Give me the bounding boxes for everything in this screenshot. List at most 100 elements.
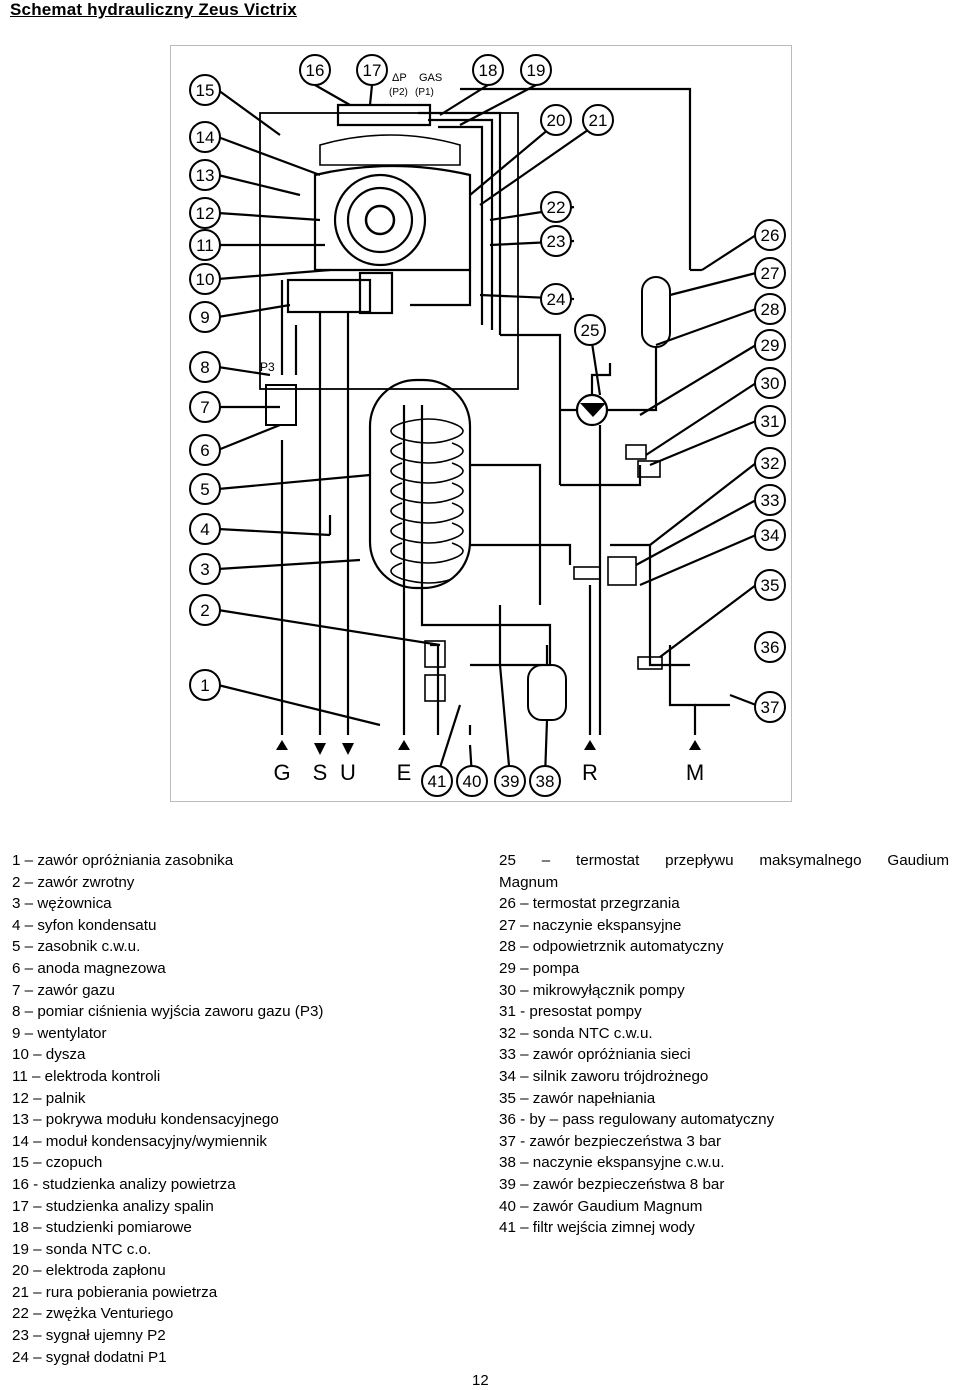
callout-label: 25 — [581, 321, 600, 340]
p2-label: (P2) — [389, 87, 408, 98]
legend-item: 1 – zawór opróżniania zasobnika — [12, 852, 234, 869]
legend-item: 27 – naczynie ekspansyjne — [499, 916, 682, 934]
page-number: 12 — [472, 1372, 489, 1389]
callout-label-circle — [189, 197, 221, 229]
callout-label-circle — [189, 553, 221, 585]
callout-label-circle — [494, 765, 526, 797]
legend-item: 9 – wentylator — [12, 1024, 107, 1042]
callout-label: 36 — [761, 638, 780, 657]
callout-label: 10 — [196, 270, 215, 289]
legend-item: 34 – silnik zaworu trójdrożnego — [499, 1067, 709, 1085]
callout-label-circle — [754, 367, 786, 399]
callout-label-circle — [189, 351, 221, 383]
callout-label-circle — [540, 225, 572, 257]
callout-label: 24 — [547, 290, 566, 309]
legend-item: 28 – odpowietrznik automatyczny — [499, 938, 724, 956]
callout-label-circle — [189, 74, 221, 106]
callout-label-circle — [540, 104, 572, 136]
callout-label: 22 — [547, 198, 566, 217]
callout-label: 3 — [200, 560, 209, 579]
callout-label: 32 — [761, 454, 780, 473]
callout-label-circle — [189, 263, 221, 295]
callout-label: 2 — [200, 601, 209, 620]
callout-label-circle — [754, 631, 786, 663]
callout-label: 31 — [761, 412, 780, 431]
callout-label: 39 — [501, 772, 520, 791]
callout-label-circle — [754, 329, 786, 361]
legend-item: 20 – elektroda zapłonu — [12, 1262, 166, 1280]
callout-label: 19 — [527, 61, 546, 80]
legend-item: 3 – wężownica — [12, 895, 112, 913]
callout-label: 37 — [761, 698, 780, 717]
legend-item: 29 – pompa — [499, 959, 580, 977]
callout-label: 8 — [200, 358, 209, 377]
connection-label: G — [273, 760, 290, 785]
p1-label: (P1) — [415, 87, 434, 98]
callout-label: 26 — [761, 226, 780, 245]
callout-label-circle — [421, 765, 453, 797]
legend-item: 25 – termostat przepływu maksymalnego Ga… — [499, 852, 949, 869]
callout-label-circle — [189, 473, 221, 505]
legend-item: 22 – zwężka Venturiego — [12, 1305, 174, 1323]
legend-item: 19 – sonda NTC c.o. — [12, 1240, 152, 1258]
legend-item: 31 - presostat pompy — [499, 1003, 642, 1021]
callout-label: 38 — [536, 772, 555, 791]
callout-label: 28 — [761, 300, 780, 319]
connection-label: S — [313, 760, 328, 785]
callout-label: 20 — [547, 111, 566, 130]
legend-item: 5 – zasobnik c.w.u. — [12, 938, 141, 956]
callout-label-circle — [754, 447, 786, 479]
legend-item: 10 – dysza — [12, 1046, 86, 1064]
callout-label: 29 — [761, 336, 780, 355]
callout-label: 34 — [761, 526, 780, 545]
legend-item: 36 - by – pass regulowany automatyczny — [499, 1111, 775, 1129]
legend-item: 6 – anoda magnezowa — [12, 959, 166, 977]
connection-label: U — [340, 760, 356, 785]
callout-label-circle — [189, 391, 221, 423]
callout-label: 17 — [363, 61, 382, 80]
callout-label: 9 — [200, 308, 209, 327]
callout-label: 41 — [428, 772, 447, 791]
callout-label: 12 — [196, 204, 215, 223]
legend-item: 38 – naczynie ekspansyjne c.w.u. — [499, 1154, 725, 1172]
callout-label: 33 — [761, 491, 780, 510]
legend-item: 39 – zawór bezpieczeństwa 8 bar — [499, 1175, 725, 1193]
callout-label-circle — [189, 513, 221, 545]
callout-label-circle — [754, 569, 786, 601]
legend-item: 18 – studzienki pomiarowe — [12, 1219, 192, 1237]
callout-label-circle — [520, 54, 552, 86]
callout-label: 27 — [761, 264, 780, 283]
callout-label-circle — [189, 229, 221, 261]
legend-item: 8 – pomiar ciśnienia wyjścia zaworu gazu… — [12, 1003, 324, 1021]
callout-label: 4 — [200, 520, 209, 539]
legend-item: 17 – studzienka analizy spalin — [12, 1197, 214, 1215]
callout-label-circle — [754, 484, 786, 516]
legend-item: 11 – elektroda kontroli — [12, 1067, 161, 1085]
legend-item: 14 – moduł kondensacyjny/wymiennik — [12, 1132, 267, 1150]
callout-label: 5 — [200, 480, 209, 499]
callout-label-circle — [189, 669, 221, 701]
legend-item: 13 – pokrywa modułu kondensacyjnego — [12, 1111, 279, 1129]
legend-item: 24 – sygnał dodatni P1 — [12, 1348, 167, 1366]
callout-label: 30 — [761, 374, 780, 393]
legend-item: 23 – sygnał ujemny P2 — [12, 1327, 166, 1345]
callout-label-circle — [754, 405, 786, 437]
legend-item: 7 – zawór gazu — [12, 981, 115, 999]
callout-label: 11 — [196, 236, 214, 255]
callout-label-circle — [540, 283, 572, 315]
callout-label: 35 — [761, 576, 780, 595]
connection-label: E — [397, 760, 412, 785]
callout-label-circle — [472, 54, 504, 86]
legend-item: 37 - zawór bezpieczeństwa 3 bar — [499, 1132, 722, 1150]
callout-label: 21 — [589, 111, 608, 130]
callout-label-circle — [189, 159, 221, 191]
legend-item: 33 – zawór opróżniania sieci — [499, 1046, 691, 1064]
callout-label: 6 — [200, 441, 209, 460]
callout-label: 23 — [547, 232, 566, 251]
connection-label: M — [686, 760, 704, 785]
legend-item: 41 – filtr wejścia zimnej wody — [499, 1219, 695, 1237]
callout-label-circle — [299, 54, 331, 86]
legend-item: 40 – zawór Gaudium Magnum — [499, 1197, 703, 1215]
